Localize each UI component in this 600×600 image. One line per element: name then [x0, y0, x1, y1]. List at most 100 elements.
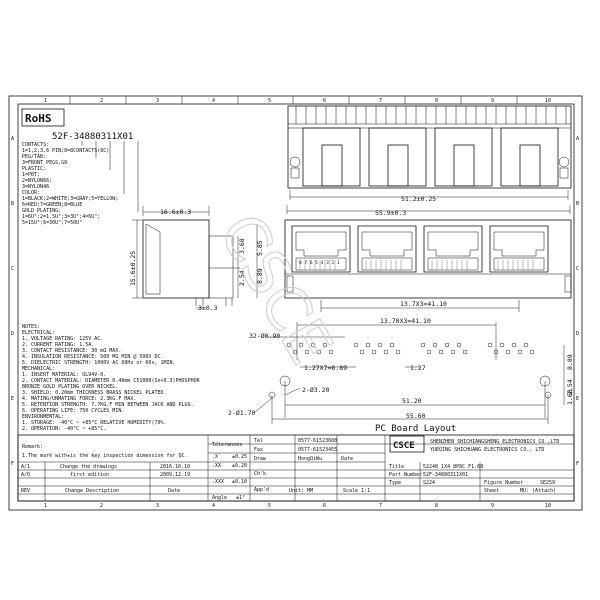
dim-pcb-total: 55.60 — [406, 412, 426, 420]
tel-value: 0577-61523688 — [298, 438, 337, 444]
check-label: Ch'k — [254, 471, 266, 477]
tol-value: ±0.10 — [232, 479, 247, 485]
side-view: 16.6±0.3 15.6±0.25 3.68 5.85 2.54 8.89 3… — [129, 206, 264, 312]
tolerances-label: Tolerances — [212, 442, 242, 448]
title-value: 52248 1X4 8P8C F1.68 — [423, 464, 483, 470]
spec-line: 3=FRONT PEGS,G8 — [22, 160, 67, 166]
note-line: 1.The mark with★is the key inspection di… — [22, 453, 188, 459]
rev-value: A/1 — [21, 464, 30, 470]
dim-side-width: 16.6±0.3 — [160, 208, 191, 216]
col-label: 5 — [268, 98, 271, 104]
tol-key: .XXX — [212, 479, 224, 485]
date-label: Date — [341, 456, 353, 462]
note-line: 1. VOLTAGE RATING: 125V AC. — [22, 336, 103, 342]
dim-pcb-side-c: 1.68 — [566, 389, 574, 405]
part-code: 52F-34880311X01 — [52, 132, 133, 142]
fax-label: Fax — [254, 447, 263, 453]
note-line: ELECTRICAL: — [22, 330, 55, 336]
note-line: 1. INSERT MATERIAL: UL94V-0. — [22, 372, 106, 378]
col-label: 9 — [491, 98, 494, 104]
row-label: D — [576, 331, 579, 337]
mu-label: MU: (Attach) — [520, 488, 556, 494]
dim-368: 3.68 — [238, 238, 246, 254]
watermark: CSCE — [205, 203, 346, 376]
spec-line: COLOR: — [22, 190, 40, 196]
col-label: 4 — [212, 503, 215, 509]
note-line: 4. MATING/UNMATING FORCE: 2.3KG.F MAX. — [22, 396, 136, 402]
spec-line: PLASTIC: — [22, 166, 46, 172]
dim-side-pin: 3±0.3 — [198, 304, 218, 312]
outer-border — [8, 95, 583, 511]
spec-legend: CONTACTS: 1=1,2,3,6 PIN;8=8CONTACTS(8C) … — [22, 141, 139, 226]
col-label: 5 — [268, 503, 271, 509]
dim-585: 5.85 — [256, 240, 264, 256]
draw-name: HongQiWu — [298, 456, 322, 462]
row-label: B — [11, 201, 14, 207]
rohs-box — [21, 108, 65, 127]
row-label: F — [11, 461, 14, 467]
tol-value: ±1° — [236, 495, 245, 501]
spec-line: CONTACTS: — [22, 142, 49, 148]
rohs-mark: RoHS — [25, 112, 52, 125]
column-labels-top: 1 2 3 4 5 6 7 8 9 10 — [44, 96, 551, 104]
rev-date: 2016.10.10 — [160, 464, 190, 470]
top-view — [287, 105, 572, 189]
note-line: 2. CURRENT RATING: 1.5A. — [22, 342, 94, 348]
col-label: 1 — [44, 98, 47, 104]
col-label: 7 — [379, 98, 382, 104]
rev-value: A/0 — [21, 472, 30, 478]
spec-line: 1=6U";2=1.5U";3=3U";4=6U"; — [22, 214, 100, 220]
spec-line: 1=1,2,3,6 PIN;8=8CONTACTS(8C) — [22, 148, 109, 154]
note-line: 2. CONTACT MATERIAL: DIAMETER 0.46mm C51… — [22, 378, 201, 384]
type-value: S224 — [423, 480, 435, 486]
title-label: Title — [389, 464, 404, 470]
title-block: Tolerances .X ±0.25 .XX ±0.20 .XXX ±0.10… — [17, 434, 575, 502]
spec-line: 1=BLACK;2=WHITE;3=GRAY;5=YELLOW; — [22, 196, 118, 202]
note-line: 1. STORAGE: -40°C ~ +85°C RELATIVE HUMID… — [22, 420, 167, 426]
col-label: 7 — [379, 503, 382, 509]
tol-key: Angle — [212, 495, 227, 501]
col-label: 4 — [212, 98, 215, 104]
col-label: 2 — [100, 503, 103, 509]
date-head: Date — [168, 488, 180, 494]
tel-label: Tel — [254, 438, 263, 444]
desc-head: Change Description — [65, 488, 119, 494]
type-label: Type — [389, 480, 401, 486]
note-line: 5. DIELECTRIC STRENGTH: 1000V AC 60Hz or… — [22, 360, 176, 366]
rev-desc: first edition — [70, 472, 109, 478]
pcb-layout: 32-Ø0.90 13.70X3=41.10 1.27X7=8.89 1.27 … — [228, 317, 574, 434]
notes-block: NOTES: ELECTRICAL: 1. VOLTAGE RATING: 12… — [22, 324, 201, 459]
rev-desc: Change the drawings — [60, 464, 117, 470]
col-label: 9 — [491, 503, 494, 509]
unit-label: Unit: MM — [289, 488, 313, 494]
figure-value: SE259 — [540, 480, 555, 486]
company-name-1: SHENZHEN SHICHIANGSHENG ELECTRONICS CO.,… — [430, 439, 559, 445]
spec-line: 5=15U";6=30U";7=50U" — [22, 220, 82, 226]
row-label: C — [11, 266, 14, 272]
note-line: 3. CONTACT RESISTANCE: 30 mΩ MAX. — [22, 348, 121, 354]
note-line: 4. INSULATION RESISTANCE: 500 MΩ MIN @ 5… — [22, 354, 163, 360]
rev-date: 2009.12.19 — [160, 472, 190, 478]
dim-top-total: 51.2±0.25 — [401, 195, 436, 203]
spec-line: PEG/TAB: — [22, 154, 46, 160]
col-label: 10 — [545, 503, 551, 509]
col-label: 1 — [44, 503, 47, 509]
dim-pcb-span: 51.20 — [402, 397, 422, 405]
dim-pcb-pitch-b: 1.27 — [410, 364, 426, 372]
front-pitch-dimension: 13.7X3=41.10 — [320, 300, 520, 312]
col-label: 10 — [545, 98, 551, 104]
dim-pcb-side-a: 8.89 — [566, 354, 574, 370]
dim-front-total: 55.9±0.3 — [375, 209, 406, 217]
note-line: 5. RETENTION STRENGTH: 7.7KG.F MIN BETWE… — [22, 402, 194, 408]
column-labels-bottom: 1 2 3 4 5 6 7 8 9 10 — [44, 503, 551, 509]
dim-254: 2.54 — [238, 270, 246, 286]
fax-value: 0577-61523455 — [298, 447, 337, 453]
row-labels: A B C D E F A B C D E F — [11, 136, 579, 467]
dim-889: 8.89 — [256, 268, 264, 284]
spec-line: 1=PBT; — [22, 172, 40, 178]
note-line: 6. OPERATING LIFE: 750 CYCLES MIN. — [22, 408, 124, 414]
draw-label: Draw — [254, 456, 267, 462]
rev-head: REV — [21, 488, 30, 494]
row-label: F — [576, 461, 579, 467]
